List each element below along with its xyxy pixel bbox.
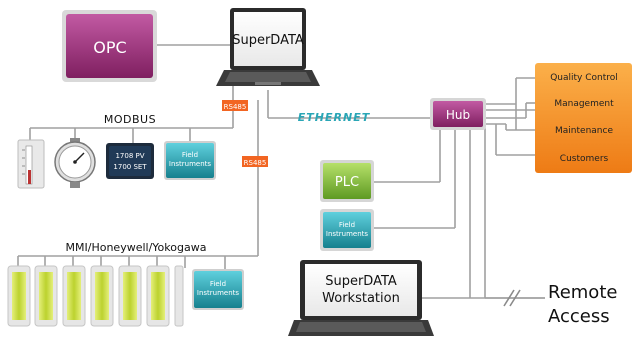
mmi-panels[interactable]: [7, 265, 184, 327]
rs485-top-badge: RS485: [222, 100, 248, 111]
field-instruments-hub[interactable]: Field Instruments: [320, 209, 374, 251]
workstation-label-line1: SuperDATA: [325, 274, 397, 289]
connection-lines: [17, 44, 545, 299]
remote-access-line1: Remote: [548, 282, 617, 303]
modbus-label: MODBUS: [104, 113, 156, 126]
meter-line2: 1700 SET: [113, 163, 147, 171]
pressure-gauge-device[interactable]: [54, 138, 96, 188]
mmi-panel[interactable]: [62, 265, 86, 327]
mmi-panel[interactable]: [7, 265, 31, 327]
hub-label: Hub: [446, 108, 470, 122]
digital-meter-device[interactable]: 1708 PV 1700 SET: [106, 143, 154, 179]
superdata-laptop[interactable]: SuperDATA: [216, 8, 320, 86]
mmi-panel[interactable]: [146, 265, 170, 327]
level-gauge-device[interactable]: [17, 139, 45, 189]
field-label-line2: Instruments: [169, 160, 212, 168]
rs485-mid-badge: RS485: [242, 156, 268, 167]
superdata-label: SuperDATA: [232, 33, 304, 48]
dept-customers: Customers: [560, 154, 609, 164]
field-instruments-modbus[interactable]: Field Instruments: [164, 141, 216, 180]
rs485-top-label: RS485: [224, 103, 247, 111]
dept-quality-control: Quality Control: [550, 73, 618, 83]
field-label-line1: Field: [210, 280, 226, 288]
meter-line1: 1708 PV: [115, 152, 144, 160]
field-label-line2: Instruments: [197, 289, 240, 297]
plc-node[interactable]: PLC: [320, 160, 374, 202]
field-label-line1: Field: [182, 151, 198, 159]
ethernet-label: ETHERNET: [298, 111, 371, 124]
departments-box[interactable]: Quality Control Management Maintenance C…: [535, 63, 632, 173]
field-label-line2: Instruments: [326, 230, 369, 238]
mmi-panel[interactable]: [90, 265, 114, 327]
mmi-panel[interactable]: [118, 265, 142, 327]
mmi-panel[interactable]: [34, 265, 58, 327]
opc-node[interactable]: OPC: [62, 10, 157, 82]
hub-node[interactable]: Hub: [430, 98, 486, 130]
mmi-label: MMI/Honeywell/Yokogawa: [66, 241, 207, 254]
mmi-panel[interactable]: [174, 265, 184, 327]
workstation-label-line2: Workstation: [322, 291, 400, 306]
workstation-laptop[interactable]: SuperDATA Workstation: [288, 260, 434, 336]
plc-label: PLC: [335, 175, 359, 190]
dept-maintenance: Maintenance: [555, 126, 613, 136]
remote-access-line2: Access: [548, 306, 610, 327]
opc-label: OPC: [93, 38, 126, 57]
remote-break-marks: [503, 289, 521, 307]
field-instruments-mmi[interactable]: Field Instruments: [192, 269, 244, 310]
field-label-line1: Field: [339, 221, 355, 229]
dept-management: Management: [554, 99, 614, 109]
rs485-mid-label: RS485: [244, 159, 267, 167]
